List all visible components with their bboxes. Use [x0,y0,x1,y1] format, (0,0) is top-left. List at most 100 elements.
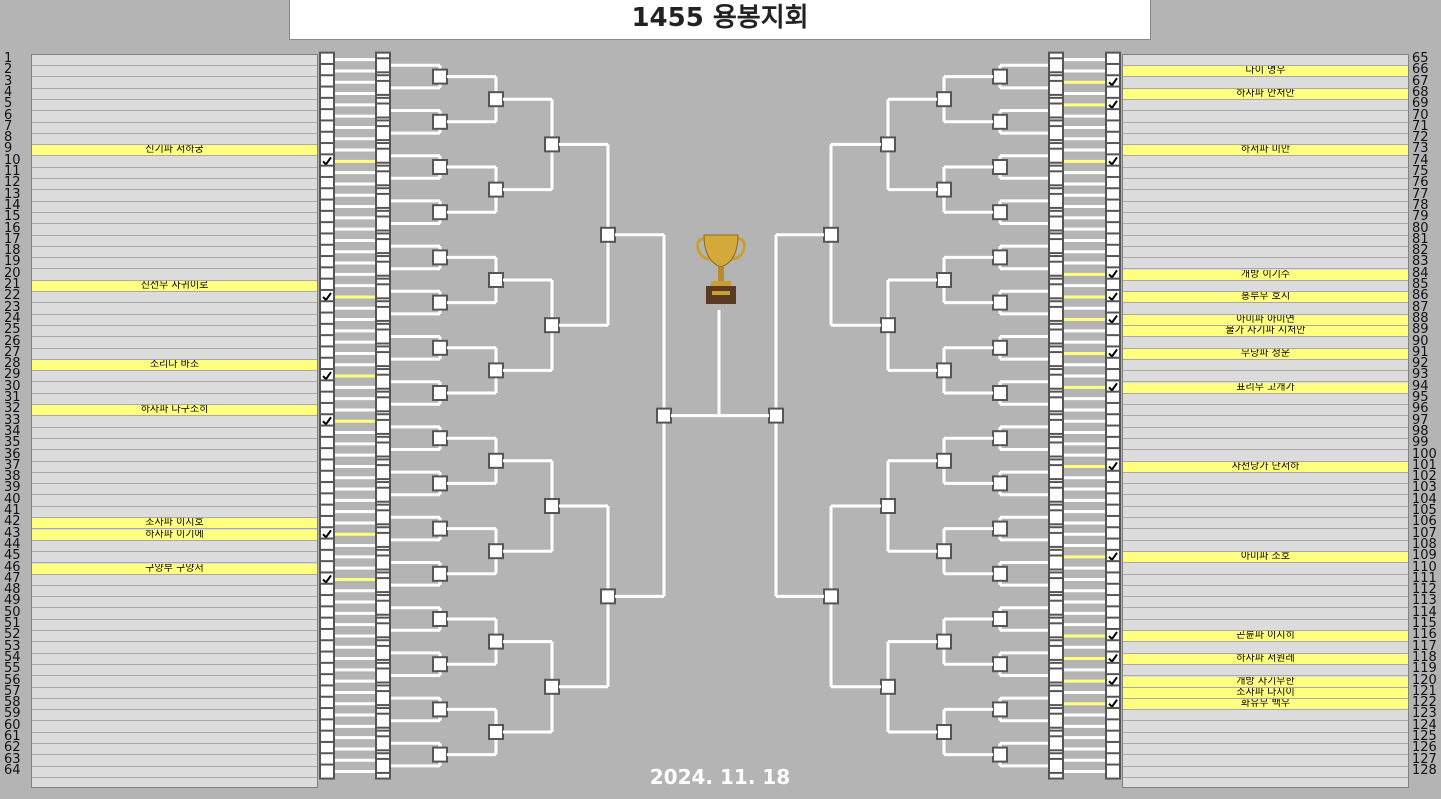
left-bracket-box[interactable] [600,226,616,243]
left-bracket-box[interactable] [432,385,448,401]
right-entry-slot[interactable]: 불가 사기파 시처안 [1123,326,1408,338]
right-bracket-box[interactable] [1048,667,1064,684]
right-entry-slot[interactable] [1123,134,1408,146]
left-entry-slot[interactable] [32,575,317,586]
left-bracket-box[interactable] [375,328,391,345]
left-entry-slot[interactable] [32,179,317,191]
left-entry-slot[interactable] [32,631,317,643]
right-entry-slot[interactable] [1123,767,1408,778]
left-entry-slot[interactable] [32,756,317,767]
left-entry-slot[interactable] [32,643,317,654]
left-entry-slot[interactable] [32,439,317,451]
left-bracket-box[interactable] [544,498,560,514]
left-entry-slot[interactable] [32,654,317,665]
right-bracket-box[interactable] [992,385,1008,401]
right-entry-slot[interactable] [1123,338,1408,349]
left-entry-slot[interactable] [32,699,317,711]
left-bracket-box[interactable] [375,690,391,707]
left-bracket-box[interactable] [488,452,504,469]
right-entry-slot[interactable] [1123,247,1408,259]
left-entry-slot[interactable]: 조사파 이지호 [32,518,317,530]
right-bracket-box[interactable] [1048,531,1064,548]
right-entry-slot[interactable] [1123,78,1408,89]
right-bracket-box[interactable] [880,678,896,695]
right-entry-slot[interactable] [1123,168,1408,179]
right-entry-slot[interactable] [1123,394,1408,405]
right-entry-slot[interactable] [1123,236,1408,247]
right-bracket-box[interactable] [823,226,839,243]
right-bracket-box[interactable] [1048,283,1064,300]
left-entry-slot[interactable] [32,383,317,394]
left-bracket-box[interactable] [375,712,391,729]
right-entry-slot[interactable] [1123,643,1408,654]
right-bracket-box[interactable] [992,611,1008,627]
left-bracket-box[interactable] [432,68,448,85]
left-entry-slot[interactable] [32,462,317,473]
left-bracket-box[interactable] [375,215,391,232]
left-entry-slot[interactable]: 신기파 서하궁 [32,145,317,157]
right-bracket-box[interactable] [936,452,952,469]
right-bracket-box[interactable] [1048,577,1064,594]
right-bracket-box[interactable] [992,746,1008,763]
left-bracket-box[interactable] [375,622,391,639]
left-bracket-box[interactable] [375,305,391,322]
right-entry-slot[interactable] [1123,112,1408,123]
left-entry-slot[interactable] [32,202,317,213]
left-bracket-box[interactable] [432,113,448,130]
right-bracket-box[interactable] [1048,102,1064,119]
right-entry-slot[interactable] [1123,439,1408,451]
right-entry-slot[interactable] [1123,202,1408,213]
right-bracket-box[interactable] [936,362,952,379]
left-entry-slot[interactable] [32,484,317,496]
left-bracket-box[interactable] [375,79,391,96]
left-bracket-box[interactable] [375,125,391,142]
right-bracket-box[interactable] [992,701,1008,718]
right-entry-slot[interactable] [1123,179,1408,191]
right-entry-slot[interactable] [1123,55,1408,66]
right-entry-slot[interactable] [1123,100,1408,112]
left-entry-slot[interactable] [32,733,317,744]
left-entry-slot[interactable] [32,349,317,360]
left-bracket-box[interactable] [375,667,391,684]
left-bracket-box[interactable] [544,678,560,695]
right-entry-slot[interactable] [1123,191,1408,202]
left-entry-slot[interactable] [32,258,317,270]
right-bracket-box[interactable] [1048,215,1064,232]
right-bracket-box[interactable] [1048,644,1064,661]
left-entry-slot[interactable] [32,620,317,631]
left-entry-slot[interactable] [32,168,317,179]
right-bracket-box[interactable] [880,498,896,514]
right-entry-slot[interactable] [1123,473,1408,485]
left-entry-slot[interactable] [32,89,317,100]
right-entry-slot[interactable] [1123,575,1408,586]
left-bracket-box[interactable] [375,102,391,119]
right-bracket-box[interactable] [992,475,1008,492]
right-bracket-box[interactable] [880,136,896,153]
right-bracket-box[interactable] [1048,712,1064,729]
right-bracket-box[interactable] [936,724,952,740]
right-bracket-box[interactable] [992,159,1008,175]
left-entry-slot[interactable]: 하사파 나구소히 [32,405,317,417]
left-entry-slot[interactable] [32,597,317,609]
left-entry-slot[interactable] [32,507,317,518]
left-bracket-box[interactable] [432,520,448,537]
right-entry-slot[interactable] [1123,518,1408,530]
left-bracket-box[interactable] [375,170,391,187]
left-entry-slot[interactable] [32,66,317,78]
left-entry-slot[interactable] [32,157,317,168]
right-bracket-box[interactable] [1048,464,1064,481]
right-bracket-box[interactable] [1048,486,1064,503]
left-bracket-box[interactable] [488,91,504,108]
right-entry-slot[interactable]: 표리무 고개가 [1123,382,1408,394]
left-bracket-box[interactable] [375,57,391,74]
right-entry-slot[interactable]: 개방 이기수 [1123,269,1408,281]
left-bracket-box[interactable] [488,724,504,740]
right-bracket-box[interactable] [1048,690,1064,707]
right-bracket-box[interactable] [936,633,952,650]
right-entry-slot[interactable] [1123,225,1408,236]
right-entry-slot[interactable] [1123,597,1408,609]
left-bracket-box[interactable] [375,441,391,458]
right-bracket-box[interactable] [1048,125,1064,142]
left-bracket-box[interactable] [319,763,335,780]
right-entry-slot[interactable] [1123,507,1408,518]
